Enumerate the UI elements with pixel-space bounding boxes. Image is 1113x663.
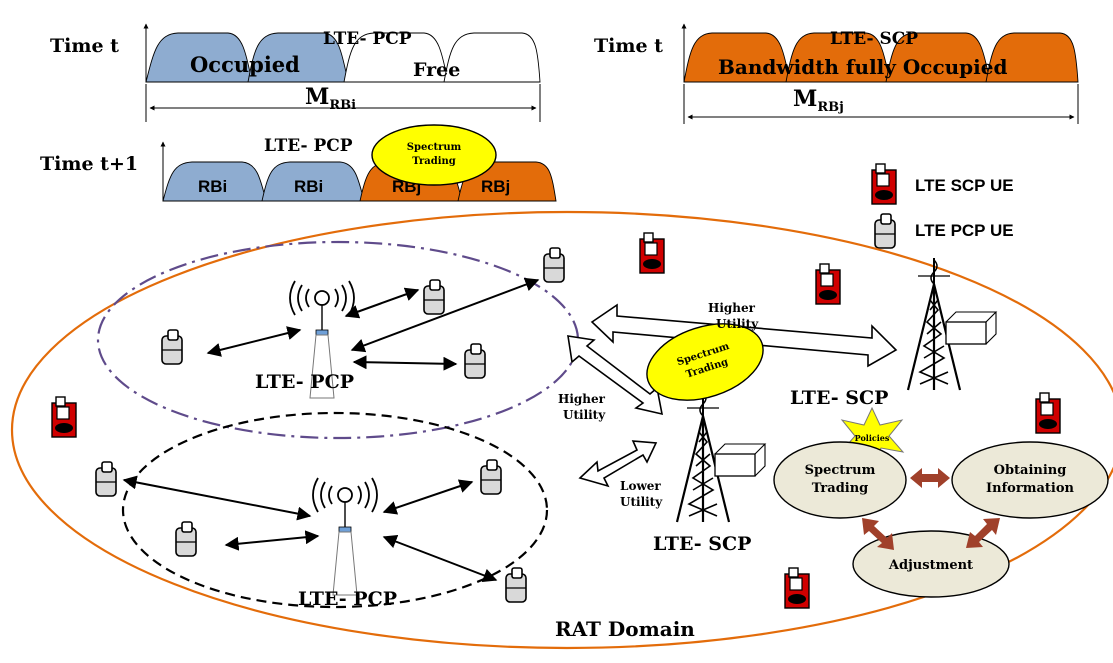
rbi-label-2: RBi [294, 177, 323, 196]
pcp-lower-label: LTE- PCP [298, 588, 397, 610]
time-t1-label: Time t+1 [40, 153, 138, 175]
free-block-1 [343, 32, 449, 83]
rbi-block-1 [162, 161, 267, 202]
free-label: Free [413, 59, 460, 81]
rbi-block-2 [261, 161, 365, 202]
scp-ue-icon [51, 396, 77, 438]
cycle-arrow-trading-obtaining [910, 468, 950, 488]
pcp-ue-icon [480, 459, 502, 495]
scp-block-3 [885, 32, 991, 83]
link-arrow [382, 479, 474, 515]
spectrum-trading-bubble-top [371, 124, 497, 186]
free-block-2 [443, 32, 541, 83]
cycle-arrow-trading-adjustment [862, 518, 894, 550]
obtaining-information-line1: Obtaining [994, 463, 1067, 478]
scp-ue-icon [1035, 392, 1061, 434]
spectrum-trading-node-line1: Spectrum [805, 463, 876, 478]
pcp-title-time-t: LTE- PCP [323, 29, 412, 49]
pcp-cell-lower: LTE- PCP [95, 459, 527, 610]
pcp-title-time-t1: LTE- PCP [264, 136, 353, 156]
bandwidth-fully-occupied-label: Bandwidth fully Occupied [718, 55, 1007, 79]
pcp-ue-icon [543, 247, 565, 283]
pcp-ue-icon [423, 279, 445, 315]
higher-utility-left-line1: Higher [558, 392, 606, 406]
pcp-ue-legend-icon [874, 213, 896, 249]
scp-block-4 [985, 32, 1079, 83]
scp-ue-icon [815, 263, 841, 305]
scp-title-time-t: LTE- SCP [830, 29, 918, 49]
pcp-ue-icon [175, 521, 197, 557]
scp-ue-icon [784, 567, 810, 609]
link-arrow [122, 475, 312, 521]
higher-utility-top-line1: Higher [708, 301, 756, 315]
spectrum-trading-node [773, 441, 907, 519]
adjustment-label: Adjustment [888, 558, 973, 573]
scp-center-label: LTE- SCP [653, 533, 751, 555]
spectrum-trading-bubble-center [646, 323, 764, 401]
spectrum-management-cycle: Policies Spectrum Trading Obtaining Info… [773, 406, 1109, 598]
rat-domain-outline [11, 210, 1113, 650]
spectrum-trading-top-line2: Trading [412, 156, 456, 167]
higher-utility-arrow-left [567, 335, 664, 416]
link-arrow [206, 326, 302, 357]
pcp-ue-icon [161, 329, 183, 365]
scp-ue-legend-icon [871, 163, 897, 205]
link-arrow [382, 534, 498, 583]
pcp-spectrum-time-t1: Time t+1 LTE- PCP RBi RBi RBj RBj Spectr… [40, 124, 557, 202]
obtaining-information-node [951, 441, 1109, 519]
pcp-ue-icon [464, 343, 486, 379]
scp-block-1 [683, 32, 791, 83]
lower-utility-line1: Lower [620, 479, 661, 493]
link-arrow [350, 277, 540, 353]
pcp-ue-icon [95, 461, 117, 497]
spectrum-trading-node-line2: Trading [812, 481, 869, 496]
scp-block-2 [785, 32, 891, 83]
time-t-label-left: Time t [50, 35, 119, 57]
link-arrow [352, 355, 458, 371]
pcp-upper-label: LTE- PCP [255, 371, 354, 393]
scp-spectrum-time-t: Time t LTE- SCP Bandwidth fully Occupied… [594, 23, 1079, 124]
rat-domain-label: RAT Domain [555, 617, 695, 641]
spectrum-trading-top-line1: Spectrum [407, 142, 462, 153]
lower-utility-arrow [578, 440, 658, 488]
link-arrow [224, 530, 320, 551]
legend-pcp-ue-label: LTE PCP UE [915, 221, 1014, 240]
scp-ue-icon [639, 232, 665, 274]
occupied-block-1 [145, 32, 253, 83]
m-rbj-label: MRBj [793, 86, 844, 115]
pcp-spectrum-time-t: Time t LTE- PCP Occupied Free MRBi [50, 23, 541, 122]
higher-utility-top-line2: Utility [716, 317, 759, 331]
higher-utility-left-line2: Utility [563, 408, 606, 422]
pcp-antenna-lower-icon [312, 477, 378, 596]
occupied-block-2 [247, 32, 349, 83]
cycle-arrow-obtaining-adjustment [966, 518, 1000, 548]
scp-tower-center-icon [675, 388, 767, 524]
pcp-cell-upper: LTE- PCP [161, 247, 565, 399]
pcp-ue-icon [505, 567, 527, 603]
scp-tower-right-icon [906, 256, 998, 392]
scp-right-label: LTE- SCP [790, 387, 888, 409]
occupied-label: Occupied [190, 52, 300, 77]
rbi-label-1: RBi [198, 177, 227, 196]
rbj-label-2: RBj [481, 177, 510, 196]
obtaining-information-line2: Information [986, 481, 1074, 496]
time-t-label-right: Time t [594, 35, 663, 57]
lower-utility-line2: Utility [620, 495, 663, 509]
legend-scp-ue-label: LTE SCP UE [915, 176, 1014, 195]
legend: LTE SCP UE LTE PCP UE [871, 163, 1014, 249]
policies-label: Policies [855, 433, 890, 443]
m-rbi-label: MRBi [305, 84, 356, 113]
link-arrow [344, 287, 420, 319]
